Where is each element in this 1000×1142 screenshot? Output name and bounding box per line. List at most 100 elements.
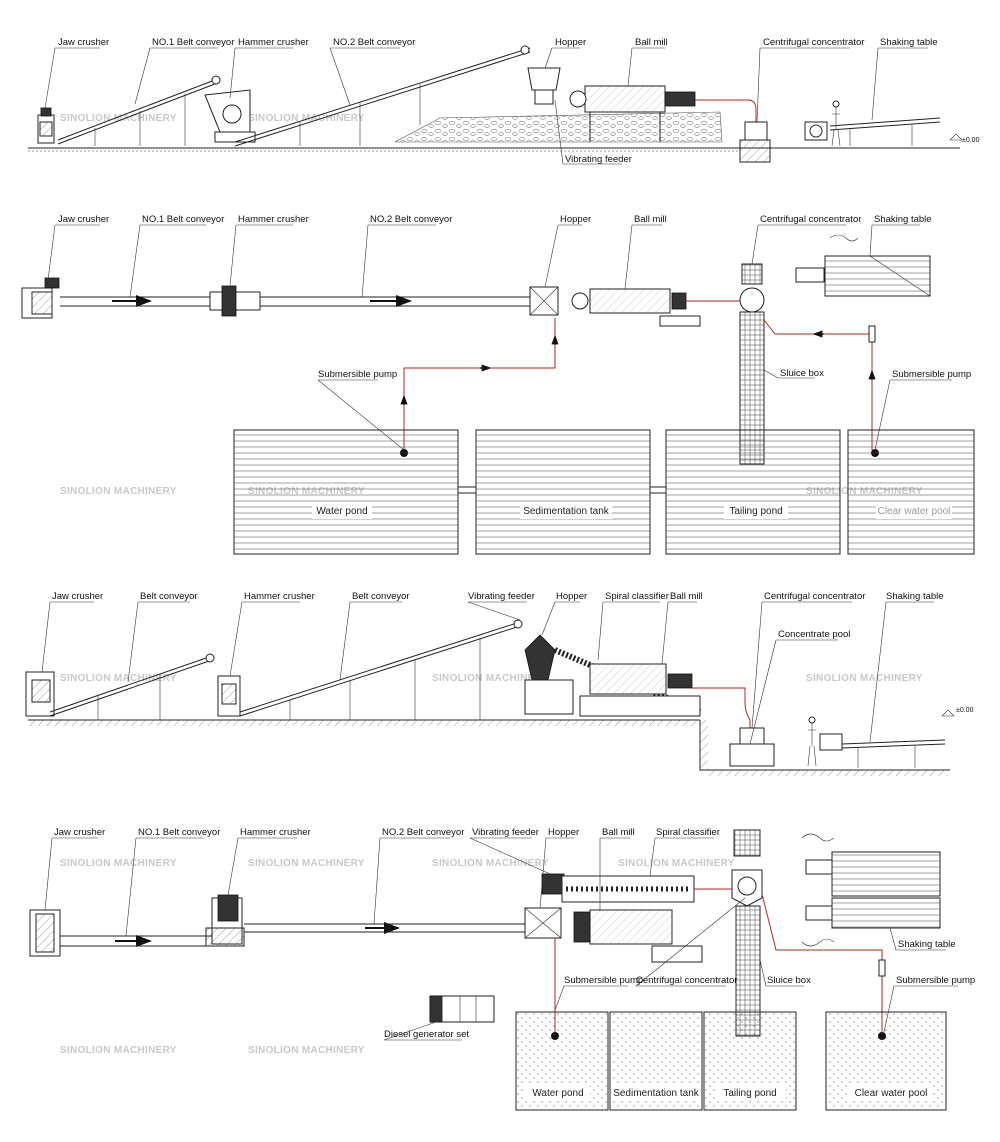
label-belt-conveyor-1: Belt conveyor bbox=[140, 591, 198, 602]
belt-conveyor-1 bbox=[60, 295, 210, 307]
vibrating-feeder bbox=[541, 873, 565, 895]
panel-4-plan: Water pond Sedimentation tank Tailing po… bbox=[29, 827, 975, 1111]
watermark: SINOLION MACHINERY bbox=[60, 673, 177, 684]
label-hopper: Hopper bbox=[548, 827, 579, 838]
sedimentation-tank bbox=[475, 429, 651, 555]
level-marker: ±0.00 bbox=[962, 137, 980, 144]
label-shaking-table: Shaking table bbox=[874, 214, 932, 225]
label-centrifugal: Centrifugal concentrator bbox=[760, 214, 861, 225]
label-ball-mill: Ball mill bbox=[635, 37, 668, 48]
ball-mill bbox=[569, 85, 696, 142]
label-water-pond: Water pond bbox=[316, 506, 367, 517]
ball-mill bbox=[571, 288, 701, 327]
label-ball-mill: Ball mill bbox=[602, 827, 635, 838]
label-sluice-box: Sluice box bbox=[780, 368, 824, 379]
watermark: SINOLION MACHINERY bbox=[248, 858, 365, 869]
belt-conveyor-2 bbox=[244, 922, 525, 934]
watermarks: SINOLION MACHINERY SINOLION MACHINERY SI… bbox=[60, 113, 923, 1056]
label-hopper: Hopper bbox=[555, 37, 586, 48]
ball-mill bbox=[579, 663, 701, 717]
panel-3-elevation: Jaw crusher Belt conveyor Hammer crusher… bbox=[25, 591, 974, 776]
label-belt-conveyor-1: NO.1 Belt conveyor bbox=[152, 37, 234, 48]
hopper bbox=[524, 907, 562, 939]
label-tailing-pond: Tailing pond bbox=[729, 506, 782, 517]
label-concentrate-pool: Concentrate pool bbox=[778, 629, 850, 640]
diesel-generator-set bbox=[429, 995, 495, 1023]
watermark: SINOLION MACHINERY bbox=[432, 673, 549, 684]
hammer-crusher bbox=[217, 675, 241, 717]
label-shaking-table: Shaking table bbox=[880, 37, 938, 48]
label-belt-conveyor-1: NO.1 Belt conveyor bbox=[138, 827, 220, 838]
label-belt-conveyor-2: NO.2 Belt conveyor bbox=[370, 214, 452, 225]
shaking-table bbox=[804, 100, 941, 147]
centrifugal-concentrator bbox=[729, 727, 775, 767]
watermark: SINOLION MACHINERY bbox=[618, 858, 735, 869]
label-tailing-pond: Tailing pond bbox=[723, 1088, 776, 1099]
spiral-classifier bbox=[561, 875, 695, 903]
watermark: SINOLION MACHINERY bbox=[432, 858, 549, 869]
label-ball-mill: Ball mill bbox=[670, 591, 703, 602]
hopper bbox=[529, 286, 559, 316]
ball-mill bbox=[573, 909, 703, 963]
label-clear-water-pool: Clear water pool bbox=[855, 1088, 928, 1099]
label-centrifugal: Centrifugal concentrator bbox=[764, 591, 865, 602]
label-jaw-crusher: Jaw crusher bbox=[58, 214, 109, 225]
label-hammer-crusher: Hammer crusher bbox=[240, 827, 311, 838]
jaw-crusher bbox=[25, 671, 55, 717]
label-spiral-classifier: Spiral classifier bbox=[605, 591, 669, 602]
water-pond bbox=[233, 429, 459, 555]
watermark: SINOLION MACHINERY bbox=[248, 1045, 365, 1056]
label-hammer-crusher: Hammer crusher bbox=[238, 37, 309, 48]
jaw-crusher bbox=[29, 909, 61, 957]
belt-conveyor-2 bbox=[234, 45, 531, 147]
label-belt-conveyor-2: Belt conveyor bbox=[352, 591, 410, 602]
hopper bbox=[527, 67, 561, 105]
label-submersible-pump-right: Submersible pump bbox=[896, 975, 975, 986]
tailing-pond bbox=[665, 429, 841, 555]
label-clear-water-pool: Clear water pool bbox=[878, 506, 951, 517]
belt-conveyor-1 bbox=[57, 75, 221, 146]
label-hopper: Hopper bbox=[556, 591, 587, 602]
panel-1-elevation: Jaw crusher NO.1 Belt conveyor Hammer cr… bbox=[28, 37, 980, 165]
watermark: SINOLION MACHINERY bbox=[806, 673, 923, 684]
jaw-crusher bbox=[37, 107, 55, 144]
centrifugal-concentrator bbox=[731, 829, 763, 907]
label-submersible-pump-left: Submersible pump bbox=[318, 369, 397, 380]
label-jaw-crusher: Jaw crusher bbox=[58, 37, 109, 48]
label-jaw-crusher: Jaw crusher bbox=[54, 827, 105, 838]
label-centrifugal: Centrifugal concentrator bbox=[763, 37, 864, 48]
label-hammer-crusher: Hammer crusher bbox=[244, 591, 315, 602]
label-water-pond: Water pond bbox=[532, 1088, 583, 1099]
belt-conveyor-1 bbox=[60, 935, 215, 947]
jaw-crusher bbox=[21, 277, 60, 319]
label-spiral-classifier: Spiral classifier bbox=[656, 827, 720, 838]
clear-water-pool bbox=[847, 429, 975, 555]
hammer-crusher bbox=[209, 285, 261, 317]
label-submersible-pump-right: Submersible pump bbox=[892, 369, 971, 380]
centrifugal-concentrator bbox=[739, 263, 765, 313]
label-belt-conveyor-2: NO.2 Belt conveyor bbox=[333, 37, 415, 48]
panel-2-plan: Water pond Sedimentation tank Tailing po… bbox=[21, 214, 975, 555]
label-sedimentation-tank: Sedimentation tank bbox=[613, 1088, 700, 1099]
belt-conveyor-2 bbox=[239, 619, 523, 720]
belt-conveyor-1 bbox=[49, 653, 215, 720]
label-belt-conveyor-1: NO.1 Belt conveyor bbox=[142, 214, 224, 225]
watermark: SINOLION MACHINERY bbox=[248, 113, 365, 124]
label-ball-mill: Ball mill bbox=[634, 214, 667, 225]
label-diesel-generator: Diesel generator set bbox=[384, 1029, 469, 1040]
label-sedimentation-tank: Sedimentation tank bbox=[523, 506, 610, 517]
shaking-table bbox=[795, 234, 931, 297]
centrifugal-concentrator bbox=[739, 121, 771, 163]
hammer-crusher bbox=[204, 89, 256, 143]
label-submersible-pump-left: Submersible pump bbox=[564, 975, 643, 986]
label-vibrating-feeder: Vibrating feeder bbox=[472, 827, 539, 838]
watermark: SINOLION MACHINERY bbox=[60, 1045, 177, 1056]
watermark: SINOLION MACHINERY bbox=[60, 858, 177, 869]
label-sluice-box: Sluice box bbox=[767, 975, 811, 986]
label-hammer-crusher: Hammer crusher bbox=[238, 214, 309, 225]
shaking-table bbox=[807, 716, 946, 768]
shaking-table bbox=[801, 833, 941, 947]
label-shaking-table: Shaking table bbox=[898, 939, 956, 950]
hammer-crusher bbox=[205, 894, 245, 947]
